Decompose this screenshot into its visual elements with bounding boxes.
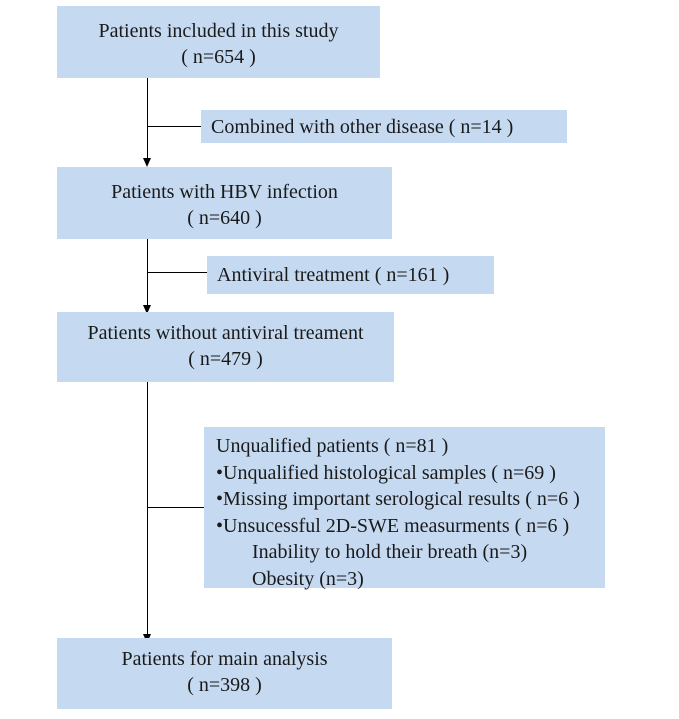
exclusion-item-histological: •Unqualified histological samples ( n=69… <box>216 461 556 484</box>
exclusion-label-other-disease: Combined with other disease ( n=14 ) <box>211 115 514 138</box>
step-title-hbv: Patients with HBV infection <box>111 181 338 203</box>
step-count-included: ( n=654 ) <box>181 46 256 68</box>
connector-line-3 <box>147 382 148 637</box>
branch-line-3 <box>147 507 204 508</box>
step-box-main-analysis: Patients for main analysis ( n=398 ) <box>57 638 392 709</box>
step-box-without-antiviral: Patients without antiviral treament ( n=… <box>57 312 394 382</box>
step-box-hbv: Patients with HBV infection ( n=640 ) <box>57 167 392 239</box>
exclusion-box-other-disease: Combined with other disease ( n=14 ) <box>201 110 567 143</box>
step-title-without-antiviral: Patients without antiviral treament <box>87 322 364 344</box>
exclusion-subitem-obesity: Obesity (n=3) <box>252 567 364 590</box>
exclusion-item-swe: •Unsucessful 2D-SWE measurments ( n=6 ) <box>216 514 570 537</box>
exclusion-title-unqualified: Unqualified patients ( n=81 ) <box>216 435 449 457</box>
connector-line-1 <box>147 78 148 159</box>
step-count-main-analysis: ( n=398 ) <box>187 674 262 696</box>
step-title-main-analysis: Patients for main analysis <box>121 648 328 670</box>
arrowhead-2 <box>143 305 151 314</box>
branch-line-1 <box>147 126 201 127</box>
step-count-hbv: ( n=640 ) <box>187 207 262 229</box>
exclusion-label-antiviral: Antiviral treatment ( n=161 ) <box>217 264 450 286</box>
branch-line-2 <box>147 272 207 273</box>
exclusion-item-serological: •Missing important serological results (… <box>216 488 580 510</box>
exclusion-box-antiviral: Antiviral treatment ( n=161 ) <box>207 256 494 294</box>
step-count-without-antiviral: ( n=479 ) <box>188 348 263 370</box>
step-box-included: Patients included in this study ( n=654 … <box>57 6 380 78</box>
step-title-included: Patients included in this study <box>98 20 339 42</box>
arrowhead-1 <box>143 158 151 167</box>
exclusion-subitem-breath: Inability to hold their breath (n=3) <box>252 541 528 563</box>
exclusion-box-unqualified: Unqualified patients ( n=81 ) •Unqualifi… <box>204 427 605 590</box>
